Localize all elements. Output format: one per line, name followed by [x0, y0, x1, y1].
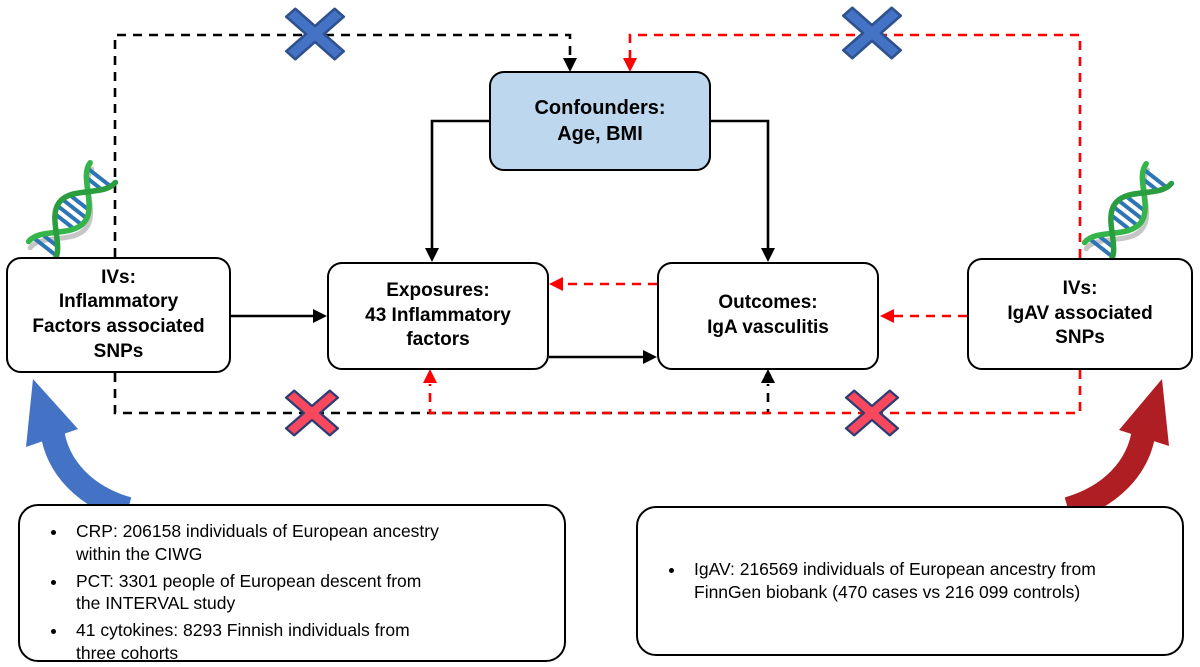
red-curved-arrow	[1064, 379, 1169, 521]
exposures-node: Exposures: 43 Inflammatory factors	[327, 262, 549, 370]
list-item: CRP: 206158 individuals of European ance…	[68, 520, 550, 566]
solid-causal-paths	[231, 119, 770, 359]
iv-inflammatory-snps-node: IVs: Inflammatory Factors associated SNP…	[6, 257, 231, 373]
black-arrowheads	[313, 58, 775, 383]
dna-helix-icon	[1082, 164, 1175, 269]
outcome-data-sources-box: IgAV: 216569 individuals of European anc…	[636, 506, 1184, 656]
list-item: 41 cytokines: 8293 Finnish individuals f…	[68, 619, 550, 665]
iv-igav-snps-node: IVs: IgAV associated SNPs	[967, 258, 1193, 370]
exposure-sources-list: CRP: 206158 individuals of European ance…	[34, 520, 550, 665]
red-arrowheads	[423, 58, 894, 383]
list-item: PCT: 3301 people of European descent fro…	[68, 570, 550, 616]
dna-helix-icon	[26, 163, 119, 268]
blue-cross-icon	[841, 6, 903, 60]
exposure-data-sources-box: CRP: 206158 individuals of European ance…	[18, 504, 566, 665]
outcome-sources-list: IgAV: 216569 individuals of European anc…	[652, 554, 1096, 608]
confounders-node: Confounders: Age, BMI	[489, 71, 711, 171]
red-cross-icon	[284, 389, 340, 437]
list-item: IgAV: 216569 individuals of European anc…	[686, 558, 1096, 604]
black-dashed-excluded-paths	[113, 33, 770, 415]
blue-curved-arrow	[26, 379, 132, 521]
outcomes-node: Outcomes: IgA vasculitis	[657, 262, 879, 370]
red-dashed-reverse-paths	[428, 33, 1082, 415]
